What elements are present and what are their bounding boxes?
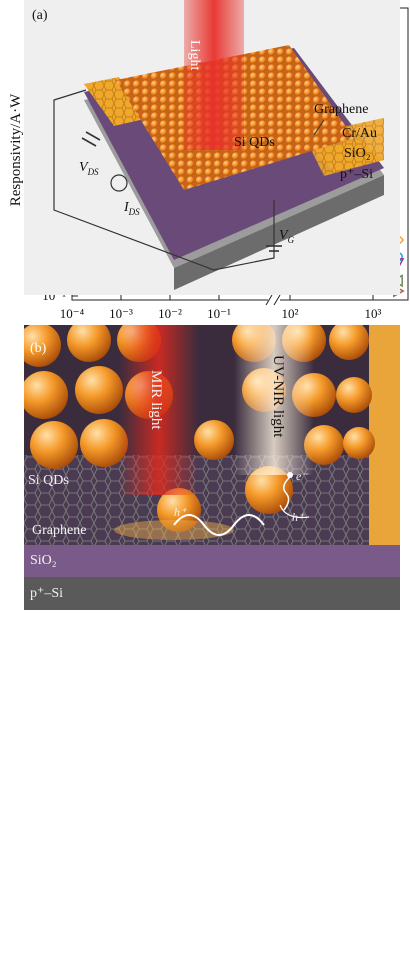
mir-light-beam (119, 325, 199, 495)
x-tick-label: 10⁻¹ (207, 306, 231, 321)
electron-dot (287, 472, 293, 478)
hole-arrow (279, 504, 310, 519)
battery-vds-symbol (81, 131, 101, 147)
sio2-label-a: SiO₂ (344, 146, 371, 161)
figure-panel-b: (b) MIR light UV-NIR light Si QDs Graphe… (24, 325, 400, 610)
axis-break-mark-2 (273, 294, 281, 306)
hole-label-2: h⁺ (292, 510, 305, 524)
x-tick-label: 10⁻² (158, 306, 182, 321)
x-tick-label: 10⁻³ (109, 306, 133, 321)
gold-electrode-left (84, 77, 149, 126)
graphene-label-a: Graphene (314, 102, 369, 117)
sio2-layer-b (24, 545, 400, 577)
uv-wave (283, 476, 291, 511)
graphene-pointer (313, 119, 325, 136)
p-si-label-a: p⁺–Si (340, 167, 374, 182)
mir-light-label: MIR light (148, 370, 164, 430)
x-tick-label: 10² (282, 306, 299, 321)
x-tick-label: 10³ (365, 306, 382, 321)
uv-nir-light-beam (234, 325, 314, 475)
gold-electrode-b (369, 325, 400, 545)
p-si-layer-b (24, 577, 400, 610)
sio2-label-b: SiO₂ (30, 553, 57, 568)
vds-label: VDS (79, 160, 99, 177)
mir-wave (173, 514, 265, 536)
graphene-sheet-b (24, 455, 400, 545)
si-qds-label-b: Si QDs (28, 473, 69, 488)
y-axis-title: Responsivity/A·W (8, 93, 24, 206)
x-tick-label: 10⁻⁴ (60, 306, 85, 321)
device-schematic-a (53, 0, 384, 290)
ammeter-symbol (110, 174, 128, 192)
ids-label: IDS (124, 200, 140, 217)
graphene-glow (114, 520, 234, 540)
vg-label: VG (279, 228, 295, 245)
cr-au-label: Cr/Au (342, 126, 377, 141)
figure-panel-a: (a) Light Si QDs Graphene Cr/Au SiO₂ p⁺–… (24, 0, 400, 295)
axis-break-mark-1 (265, 294, 273, 306)
battery-vg-symbol (266, 245, 282, 252)
electron-label: e⁻ (296, 469, 308, 483)
si-qds-label-a: Si QDs (234, 135, 275, 150)
p-si-label-b: p⁺–Si (30, 586, 64, 601)
graphene-label-b: Graphene (32, 523, 87, 538)
panel-a-label: (a) (32, 8, 48, 23)
light-beam-a (184, 0, 244, 150)
panel-b-label: (b) (30, 341, 47, 356)
circuit-wire (53, 89, 275, 271)
hole-label-1: h⁺ (174, 505, 187, 519)
uv-nir-light-label: UV-NIR light (270, 355, 286, 438)
substrate-side (174, 175, 384, 290)
axis-break-gap (268, 296, 280, 304)
mechanism-schematic-b (24, 325, 400, 610)
light-label: Light (187, 40, 202, 71)
